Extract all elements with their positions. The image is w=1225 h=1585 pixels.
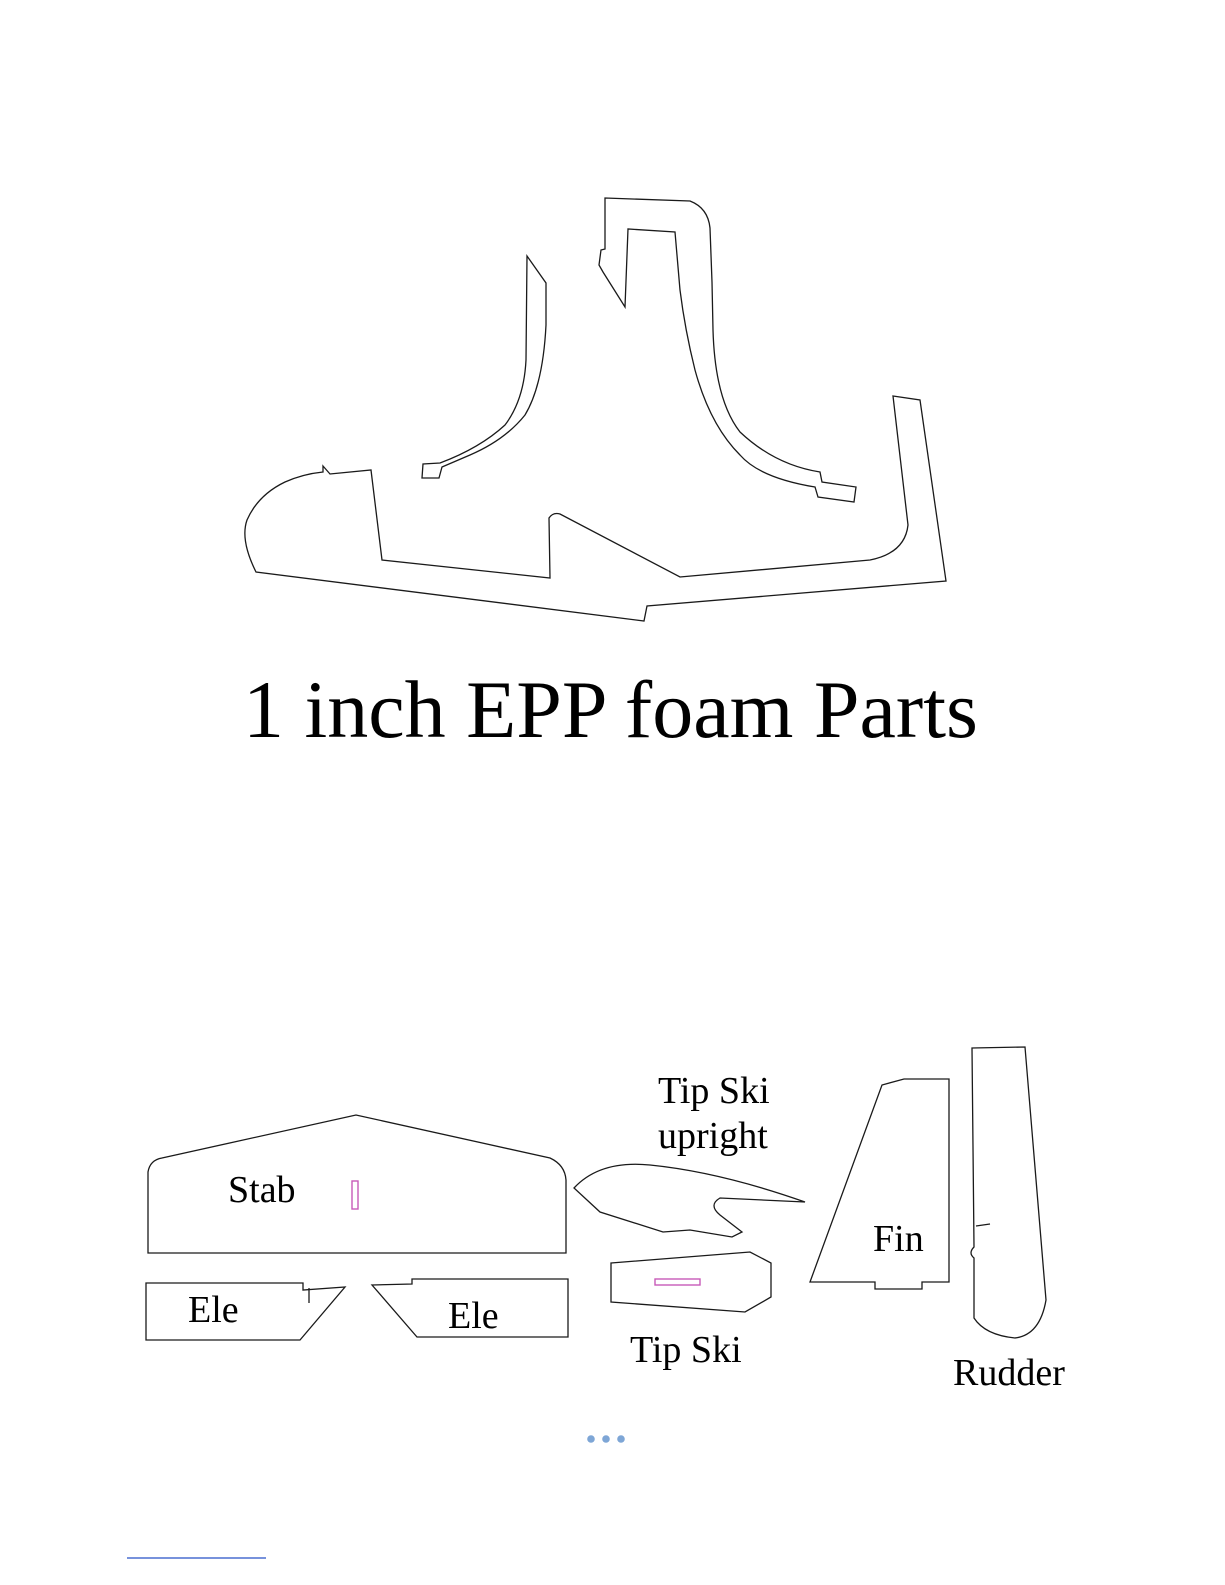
rudder-outline [971,1047,1046,1338]
wing-left-rib-outline [422,256,546,478]
elevator-left-label: Ele [188,1289,239,1331]
wing-main-outline [245,396,946,621]
elevator-right-label: Ele [448,1295,499,1337]
wing-fuselage-outline [599,198,856,502]
ellipsis-icon [587,1435,625,1443]
stab-outline [148,1115,566,1253]
rudder-label: Rudder [953,1352,1065,1394]
tip-ski-upright-label-line1: Tip Ski [658,1070,770,1112]
fin-label: Fin [873,1218,924,1260]
elevator-left-outline [146,1283,345,1340]
tip-ski-label: Tip Ski [630,1329,742,1371]
tip-ski-slot [655,1279,700,1285]
rudder-horn-mark [976,1224,990,1226]
tip-ski-outline [611,1252,771,1312]
stab-label: Stab [228,1169,296,1211]
tip-ski-upright-outline [574,1164,805,1237]
stab-slot [352,1181,358,1209]
tip-ski-upright-label-line2: upright [658,1115,768,1157]
page-title: 1 inch EPP foam Parts [243,664,978,755]
